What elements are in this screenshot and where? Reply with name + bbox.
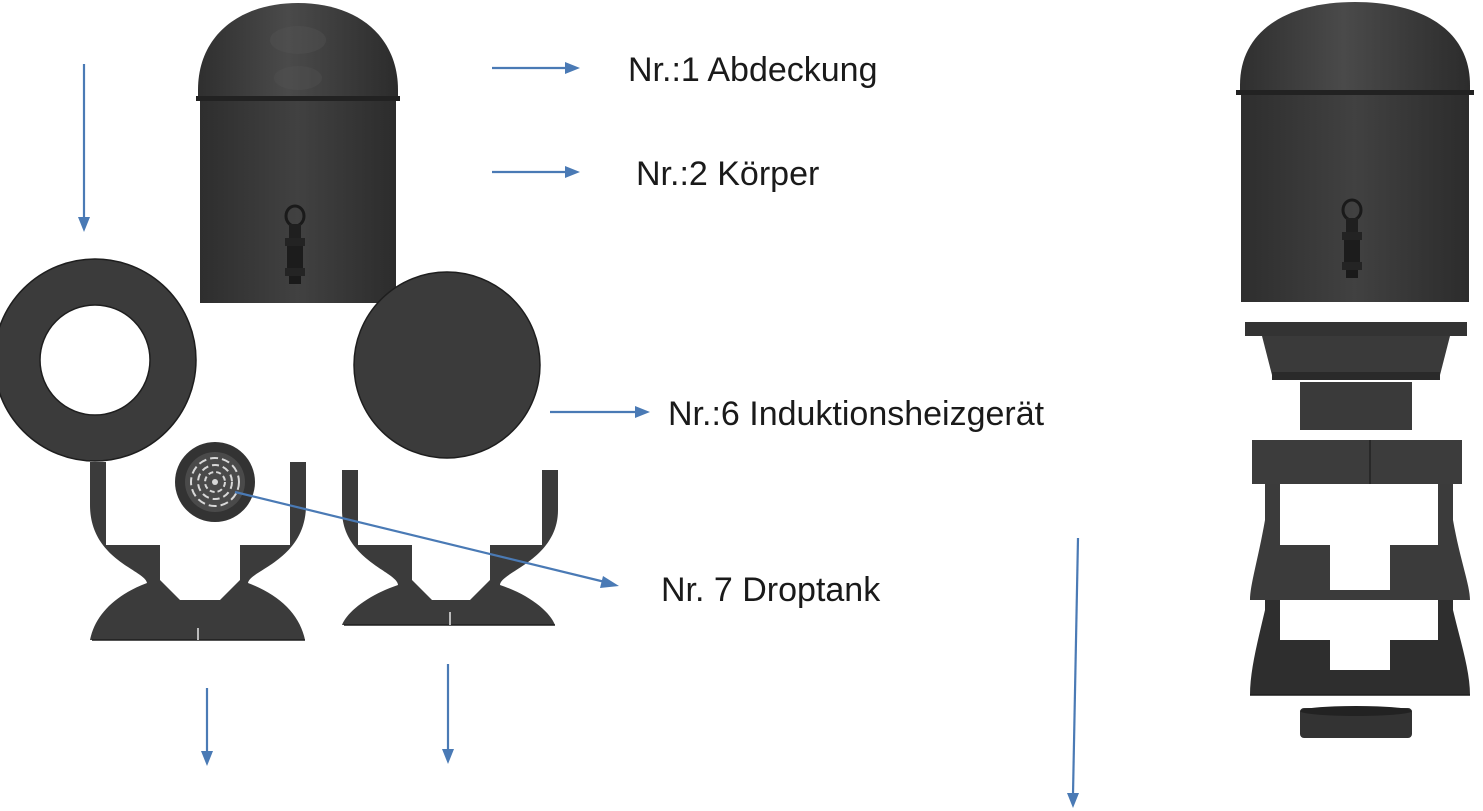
arrow-down-icon (442, 664, 454, 764)
stand-left-part (90, 462, 306, 641)
assembled-view (1236, 2, 1474, 738)
droptank-part (175, 442, 255, 522)
label-induktionsheizgeraet: Nr.:6 Induktionsheizgerät (668, 395, 1045, 433)
cover-dome-part (196, 3, 400, 101)
induction-heater-part (353, 271, 541, 459)
stand-right-part (342, 470, 558, 626)
assembled-tap-icon (1341, 198, 1363, 278)
arrow-down-icon (1067, 537, 1080, 808)
arrow-diagonal-icon (234, 490, 619, 588)
label-abdeckung: Nr.:1 Abdeckung (628, 51, 878, 89)
arrow-right-icon (550, 406, 650, 418)
arrow-right-icon (492, 62, 580, 74)
body-part (200, 101, 396, 303)
arrow-right-icon (492, 166, 580, 178)
label-koerper: Nr.:2 Körper (636, 155, 819, 193)
arrow-down-icon (78, 64, 90, 232)
label-droptank: Nr. 7 Droptank (661, 571, 881, 609)
ring-part (0, 258, 197, 462)
arrow-down-icon (201, 688, 213, 766)
tap-icon (284, 204, 306, 284)
